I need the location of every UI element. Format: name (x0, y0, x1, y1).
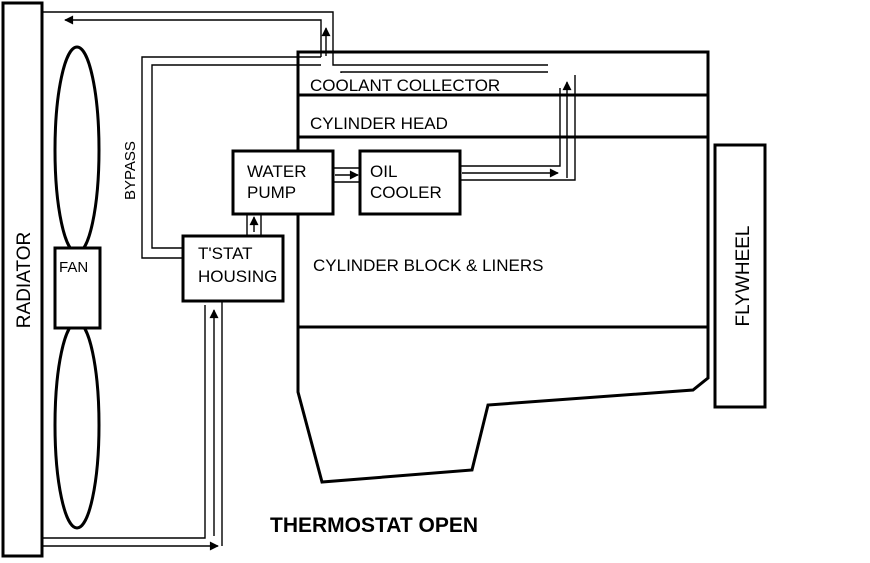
cylinder-head-label: CYLINDER HEAD (310, 114, 448, 133)
tstat-label-line1: T'STAT (198, 244, 253, 263)
cylinder-block-label: CYLINDER BLOCK & LINERS (313, 256, 544, 275)
bypass-pipe-inner (151, 64, 321, 249)
fan-blade-upper (53, 45, 101, 255)
thermostat-housing (181, 234, 285, 303)
pipe-cooler-riser-inner (460, 88, 561, 167)
bypass-pipe-outer (141, 56, 321, 259)
tstat-label-line2: HOUSING (198, 267, 277, 286)
coolant-collector-label: COOLANT COLLECTOR (310, 76, 500, 95)
oil-cooler-label-line2: COOLER (370, 183, 442, 202)
flywheel (713, 143, 767, 409)
oil-cooler (358, 149, 462, 216)
water-pump-label-line1: WATER (247, 162, 307, 181)
bypass-label: BYPASS (122, 141, 139, 200)
pipe-collector-inner (340, 71, 548, 73)
fan-blade-lower (53, 320, 101, 530)
pipe-top-return-outer (42, 11, 548, 66)
oil-cooler-label-line1: OIL (370, 162, 397, 181)
engine-block (296, 50, 710, 484)
caption: THERMOSTAT OPEN (270, 514, 478, 537)
radiator-label: RADIATOR (14, 232, 35, 328)
fan-hub (53, 246, 102, 330)
pipe-bottom-outer (42, 305, 206, 539)
water-pump-label-line2: PUMP (247, 183, 296, 202)
radiator (1, 1, 44, 558)
pipe-top-return-inner (64, 15, 322, 57)
fan-label: FAN (59, 259, 88, 276)
flywheel-label: FLYWHEEL (733, 225, 754, 326)
pipe-cooler-riser-outer (460, 75, 576, 181)
